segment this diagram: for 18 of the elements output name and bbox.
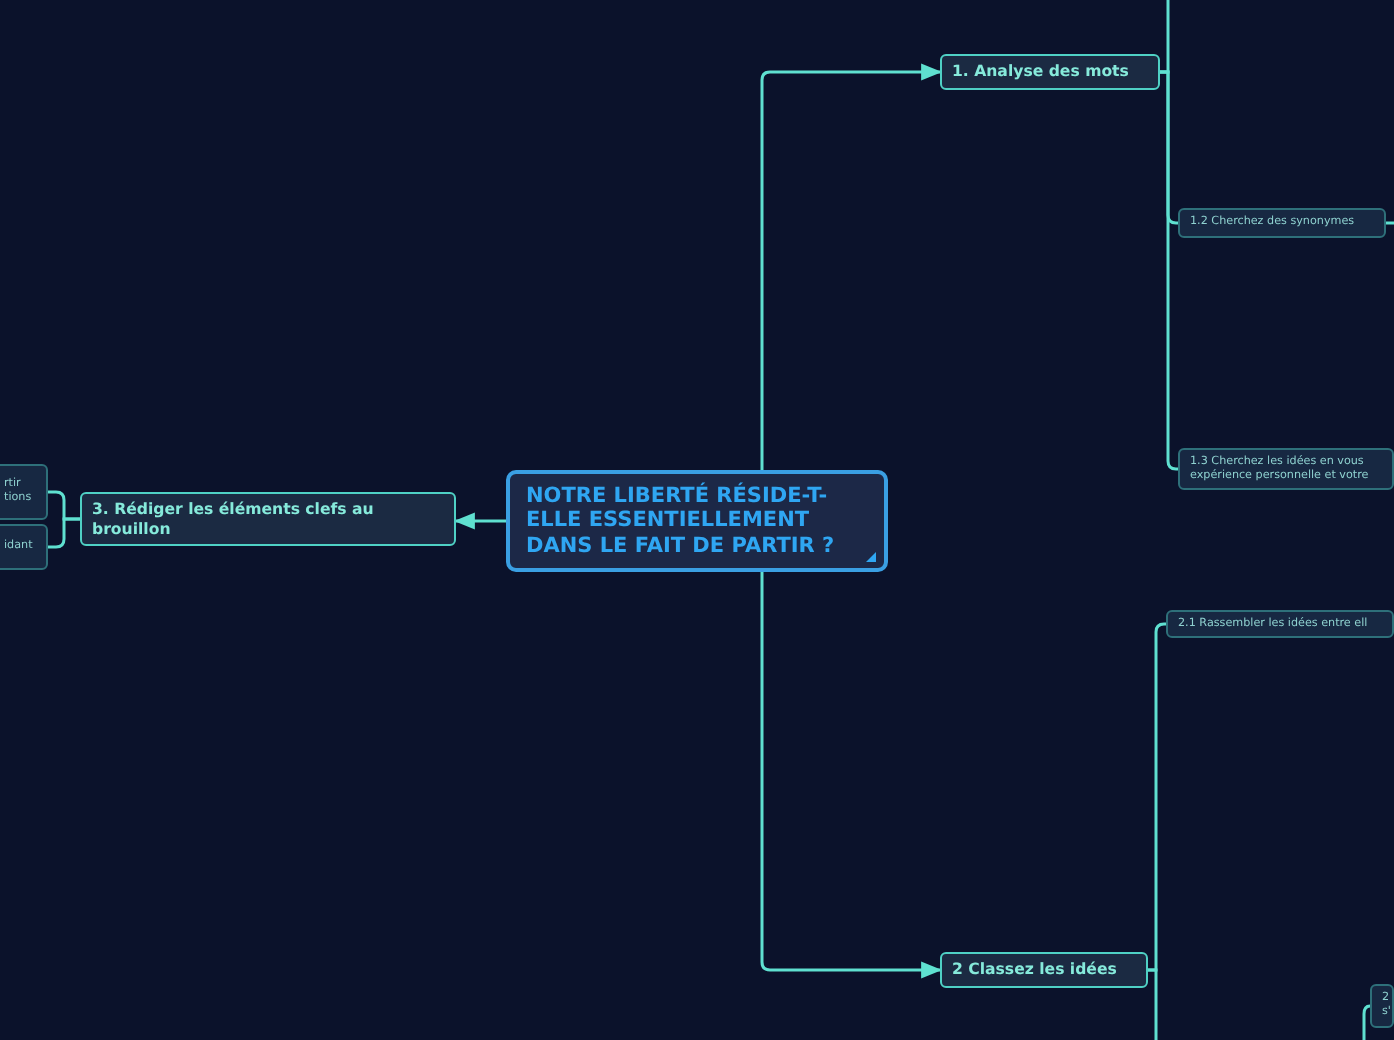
subtopic-box [1178,448,1394,490]
connector [760,572,943,979]
connector [48,517,80,549]
topic-box [80,492,456,546]
node-text: NOTRE LIBERTÉ RÉSIDE-T-ELLE ESSENTIELLEMENT DANS LE FAIT DE PARTIR ? [526,483,837,559]
connector [1362,1004,1372,1040]
connector [453,512,506,530]
subtopic-box [0,464,48,520]
connector [1148,968,1158,1040]
connector [1386,221,1394,225]
subtopic-box [1178,208,1386,238]
subtopic-box [1166,610,1394,638]
subtopic-box [0,524,48,570]
topic-box [940,952,1148,988]
topic-box [940,54,1160,90]
subtopic-box [1370,984,1394,1028]
connector [760,63,943,470]
central-topic-box [506,470,888,572]
